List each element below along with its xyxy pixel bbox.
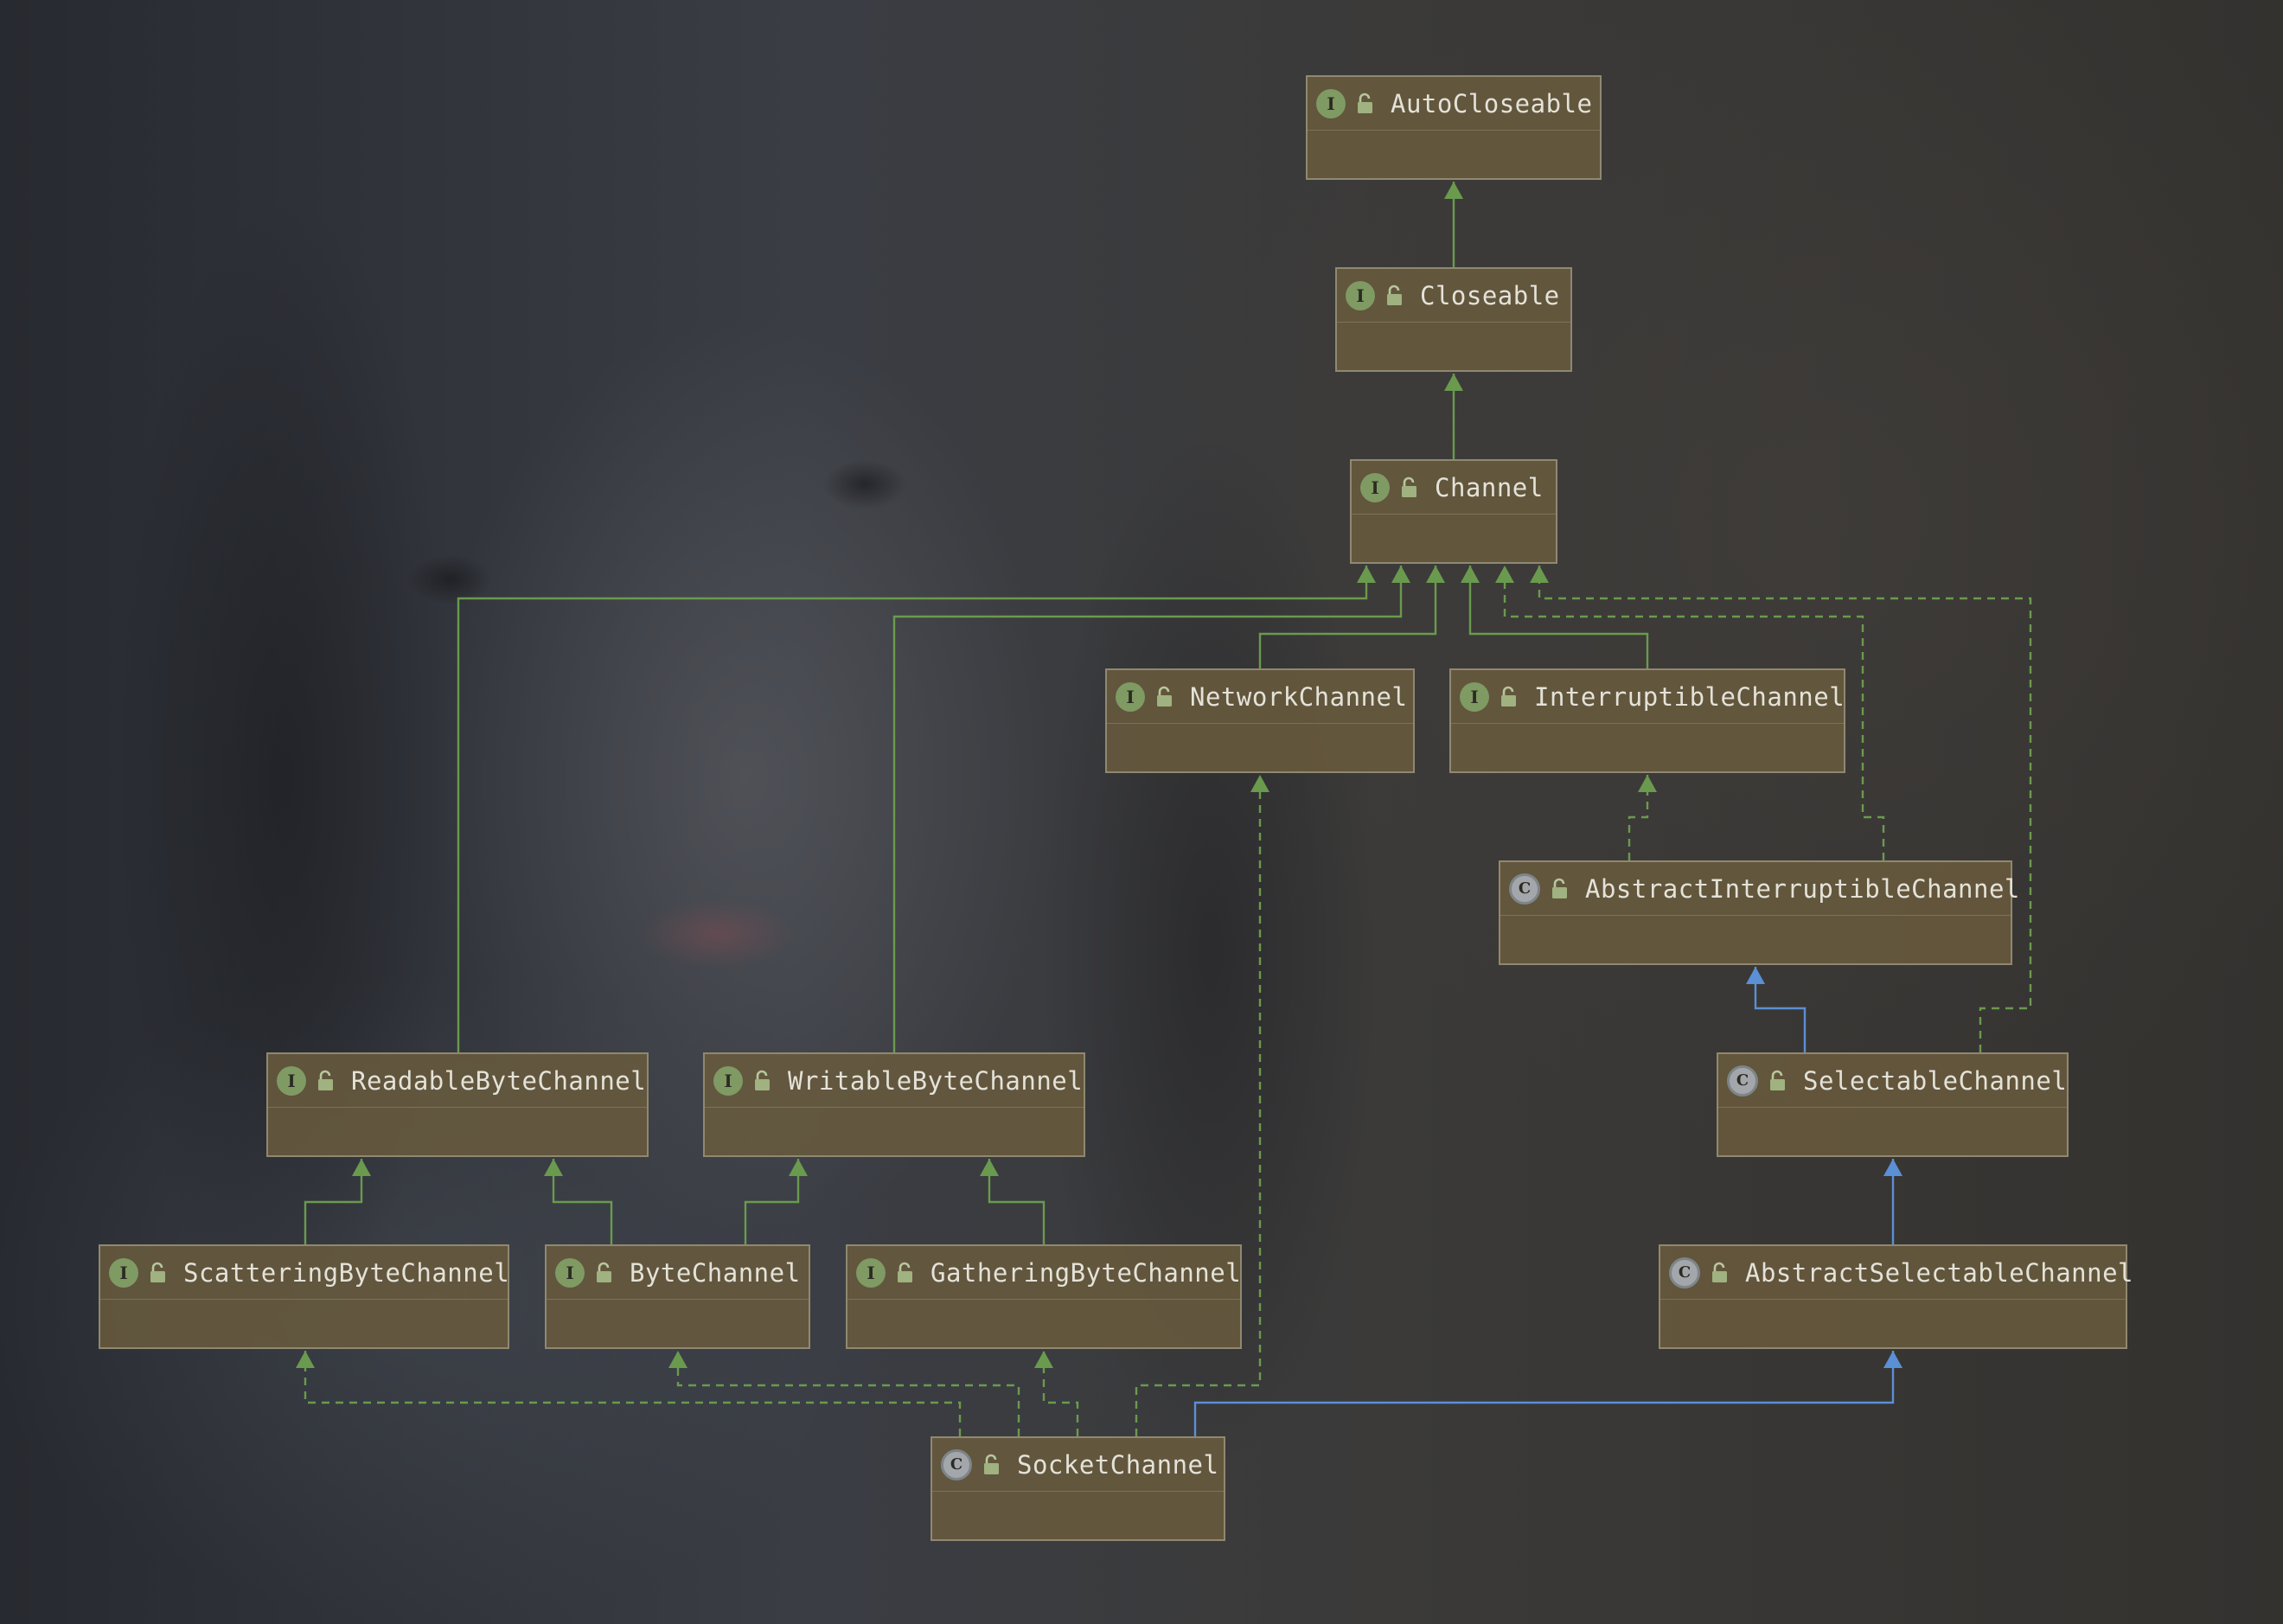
edge-socketchannel-to-scatteringbytechannel [304,1351,962,1436]
edge-interruptiblechannel-to-channel [1468,566,1649,668]
class-badge-icon: C [1727,1065,1758,1097]
node-socketchannel[interactable]: C SocketChannel [930,1436,1225,1541]
unlocked-padlock-icon [1397,475,1423,501]
arrowhead-icon [1495,566,1514,583]
edge-scatteringbytechannel-to-readablebytechannel [304,1159,363,1244]
arrowhead-icon [1250,775,1269,792]
node-label: ReadableByteChannel [351,1065,647,1096]
arrowhead-icon [789,1159,808,1176]
node-label: SelectableChannel [1803,1065,2068,1096]
edge-socketchannel-to-gatheringbytechannel [1042,1351,1079,1436]
unlocked-padlock-icon [892,1260,918,1286]
node-label: AbstractInterruptibleChannel [1585,873,2020,904]
arrowhead-icon [980,1159,999,1176]
node-abstractinterruptiblechannel[interactable]: C AbstractInterruptibleChannel [1499,860,2019,965]
unlocked-padlock-icon [979,1452,1005,1478]
edge-selectablechannel-to-channel [1538,566,2032,1052]
node-label: NetworkChannel [1190,681,1408,712]
node-writablebytechannel[interactable]: I WritableByteChannel [703,1052,1085,1157]
interface-badge-icon: I [713,1065,743,1096]
node-label: Closeable [1420,280,1560,310]
arrowhead-icon [668,1351,687,1368]
edge-bytechannel-to-writablebytechannel [744,1159,800,1244]
arrowhead-icon [1638,775,1657,792]
arrowhead-icon [1357,566,1376,583]
node-label: AbstractSelectableChannel [1745,1257,2133,1288]
unlocked-padlock-icon [1382,283,1408,309]
node-autocloseable[interactable]: I AutoCloseable [1306,75,1602,180]
edge-readablebytechannel-to-channel [457,566,1368,1052]
unlocked-padlock-icon [592,1260,617,1286]
unlocked-padlock-icon [145,1260,171,1286]
unlocked-padlock-icon [1353,91,1378,117]
unlocked-padlock-icon [1547,876,1573,902]
arrowhead-icon [352,1159,371,1176]
interface-badge-icon: I [1460,681,1489,712]
node-label: SocketChannel [1017,1449,1219,1480]
interface-badge-icon: I [1316,88,1346,118]
node-label: AutoCloseable [1391,88,1593,118]
unlocked-padlock-icon [1765,1068,1791,1094]
interface-badge-icon: I [277,1065,306,1096]
node-label: InterruptibleChannel [1534,681,1845,712]
edge-bytechannel-to-readablebytechannel [552,1159,613,1244]
arrowhead-icon [1034,1351,1053,1368]
node-interruptiblechannel[interactable]: I InterruptibleChannel [1449,668,1845,773]
edge-socketchannel-to-networkchannel [1135,775,1262,1436]
edge-networkchannel-to-channel [1258,566,1437,668]
node-label: WritableByteChannel [788,1065,1084,1096]
arrowhead-icon [1391,566,1410,583]
unlocked-padlock-icon [1152,684,1178,710]
arrowhead-icon [1883,1351,1902,1368]
class-badge-icon: C [941,1448,972,1480]
interface-badge-icon: I [1360,472,1390,502]
arrowhead-icon [1746,967,1765,984]
arrowhead-icon [1444,374,1463,391]
node-readablebytechannel[interactable]: I ReadableByteChannel [266,1052,649,1157]
arrowhead-icon [544,1159,563,1176]
edge-socketchannel-to-bytechannel [676,1351,1020,1436]
node-bytechannel[interactable]: I ByteChannel [545,1244,810,1349]
node-label: Channel [1435,472,1544,502]
edge-writablebytechannel-to-channel [892,566,1403,1052]
node-label: ByteChannel [630,1257,801,1288]
arrowhead-icon [1444,182,1463,199]
node-scatteringbytechannel[interactable]: I ScatteringByteChannel [99,1244,509,1349]
node-selectablechannel[interactable]: C SelectableChannel [1717,1052,2069,1157]
edge-gatheringbytechannel-to-writablebytechannel [988,1159,1046,1244]
node-channel[interactable]: I Channel [1350,459,1557,564]
edge-selectablechannel-to-abstractinterruptiblechannel [1754,967,1807,1052]
arrowhead-icon [1883,1159,1902,1176]
interface-badge-icon: I [109,1257,138,1288]
interface-badge-icon: I [555,1257,585,1288]
arrowhead-icon [1461,566,1480,583]
unlocked-padlock-icon [750,1068,776,1094]
node-gatheringbytechannel[interactable]: I GatheringByteChannel [846,1244,1242,1349]
node-networkchannel[interactable]: I NetworkChannel [1105,668,1415,773]
unlocked-padlock-icon [1496,684,1522,710]
arrowhead-icon [1530,566,1549,583]
class-badge-icon: C [1509,873,1540,905]
unlocked-padlock-icon [313,1068,339,1094]
interface-badge-icon: I [1346,280,1375,310]
node-closeable[interactable]: I Closeable [1335,267,1572,372]
class-badge-icon: C [1669,1256,1700,1288]
interface-badge-icon: I [856,1257,886,1288]
unlocked-padlock-icon [1707,1260,1733,1286]
arrowhead-icon [1426,566,1445,583]
edge-socketchannel-to-abstractselectablechannel [1193,1351,1895,1436]
node-label: ScatteringByteChannel [183,1257,510,1288]
interface-badge-icon: I [1116,681,1145,712]
node-abstractselectablechannel[interactable]: C AbstractSelectableChannel [1659,1244,2133,1349]
node-label: GatheringByteChannel [930,1257,1242,1288]
arrowhead-icon [296,1351,315,1368]
edge-abstractinterruptiblechannel-to-interruptiblechannel [1628,775,1649,860]
